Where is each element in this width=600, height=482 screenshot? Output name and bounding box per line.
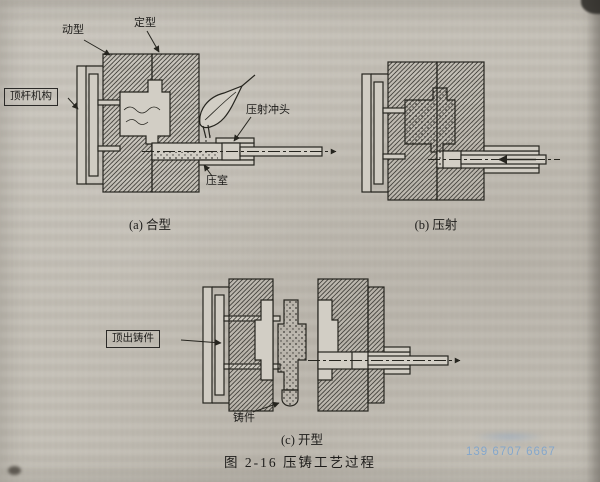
label-casting: 铸件 <box>233 412 255 424</box>
diagram-b-injection <box>361 61 560 201</box>
ejected-casting <box>277 299 307 407</box>
mold-cavity-a <box>119 79 171 145</box>
leader-arrows-c <box>180 339 280 413</box>
figure-caption: 图 2-16 压铸工艺过程 <box>224 455 376 470</box>
label-injection-plunger: 压射冲头 <box>246 104 290 116</box>
filled-cavity-b <box>404 87 456 153</box>
label-eject-casting: 顶出铸件 <box>106 330 160 349</box>
watermark-phone: 139 6707 6667 <box>466 446 556 458</box>
injection-plunger-a <box>142 142 337 161</box>
caption-stage-a: (a) 合型 <box>129 218 171 232</box>
diagram-c-mold-opening <box>180 278 461 413</box>
label-ejector-mechanism: 顶杆机构 <box>4 88 58 107</box>
pouring-ladle-icon <box>199 74 256 142</box>
ejector-assembly-b <box>361 73 406 193</box>
casting-biscuit <box>281 389 299 407</box>
label-fixed-die: 定型 <box>134 17 156 29</box>
label-shot-chamber: 压室 <box>206 175 228 187</box>
caption-stage-c: (c) 开型 <box>281 433 323 447</box>
cavity-imprint-moving-die <box>254 299 274 381</box>
injection-plunger-b <box>428 150 560 169</box>
diagram-a-mold-closing <box>67 30 337 193</box>
leader-arrows-a <box>67 30 252 177</box>
caption-stage-b: (b) 压射 <box>414 218 458 232</box>
ejector-assembly-a <box>76 65 121 185</box>
label-moving-die: 动型 <box>62 24 84 36</box>
fixed-die-clamp-plate <box>367 286 385 404</box>
injection-plunger-c <box>308 351 461 370</box>
